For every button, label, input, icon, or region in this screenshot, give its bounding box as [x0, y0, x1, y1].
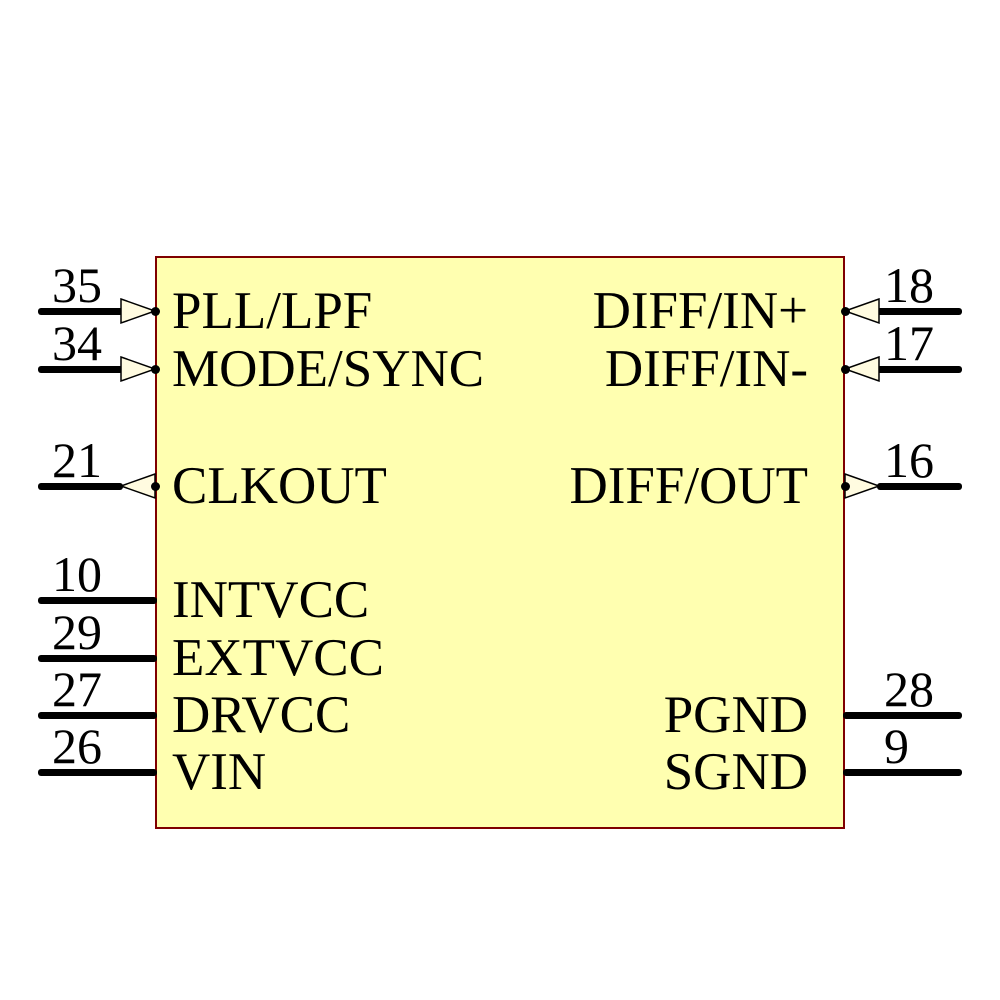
pin-9-label: SGND: [663, 743, 808, 801]
pin-16-label: DIFF/OUT: [569, 457, 808, 515]
pin-21-wire: [38, 483, 123, 490]
pin-28-number: 28: [884, 661, 934, 717]
pin-10-number: 10: [52, 546, 102, 602]
pin-35-label: PLL/LPF: [172, 282, 373, 340]
pin-29-label: EXTVCC: [172, 629, 384, 687]
pin-21-label: CLKOUT: [172, 457, 387, 515]
pin-18-connection-dot: [841, 307, 850, 316]
pin-34-label: MODE/SYNC: [172, 340, 485, 398]
pin-26-wire: [38, 769, 157, 776]
pin-34-number: 34: [52, 315, 102, 371]
pin-17-number: 17: [884, 315, 934, 371]
pin-26-number: 26: [52, 718, 102, 774]
pin-35-connection-dot: [151, 307, 160, 316]
pin-17-wire: [877, 366, 962, 373]
pin-27-label: DRVCC: [172, 686, 351, 744]
pin-18-wire: [877, 308, 962, 315]
pin-21-connection-dot: [151, 482, 160, 491]
pin-34-wire: [38, 366, 123, 373]
pin-34-connection-dot: [151, 365, 160, 374]
pin-35-input-arrow-icon: [120, 297, 158, 325]
pin-16-connection-dot: [841, 482, 850, 491]
pin-28-label: PGND: [663, 686, 808, 744]
pin-28-wire: [843, 712, 962, 719]
pin-17-label: DIFF/IN-: [604, 340, 808, 398]
pin-35-number: 35: [52, 257, 102, 313]
pin-18-label: DIFF/IN+: [592, 282, 808, 340]
pin-9-wire: [843, 769, 962, 776]
pin-29-wire: [38, 655, 157, 662]
pin-17-input-arrow-icon: [842, 355, 880, 383]
pin-26-label: VIN: [172, 743, 267, 801]
ic-body: [155, 256, 845, 829]
pin-16-number: 16: [884, 432, 934, 488]
pin-17-connection-dot: [841, 365, 850, 374]
pin-27-number: 27: [52, 661, 102, 717]
pin-16-wire: [877, 483, 962, 490]
pin-18-number: 18: [884, 257, 934, 313]
pin-9-number: 9: [884, 718, 909, 774]
pin-10-label: INTVCC: [172, 571, 370, 629]
pin-21-number: 21: [52, 432, 102, 488]
pin-18-input-arrow-icon: [842, 297, 880, 325]
pin-27-wire: [38, 712, 157, 719]
pin-29-number: 29: [52, 604, 102, 660]
pin-35-wire: [38, 308, 123, 315]
pin-34-input-arrow-icon: [120, 355, 158, 383]
pin-10-wire: [38, 597, 157, 604]
